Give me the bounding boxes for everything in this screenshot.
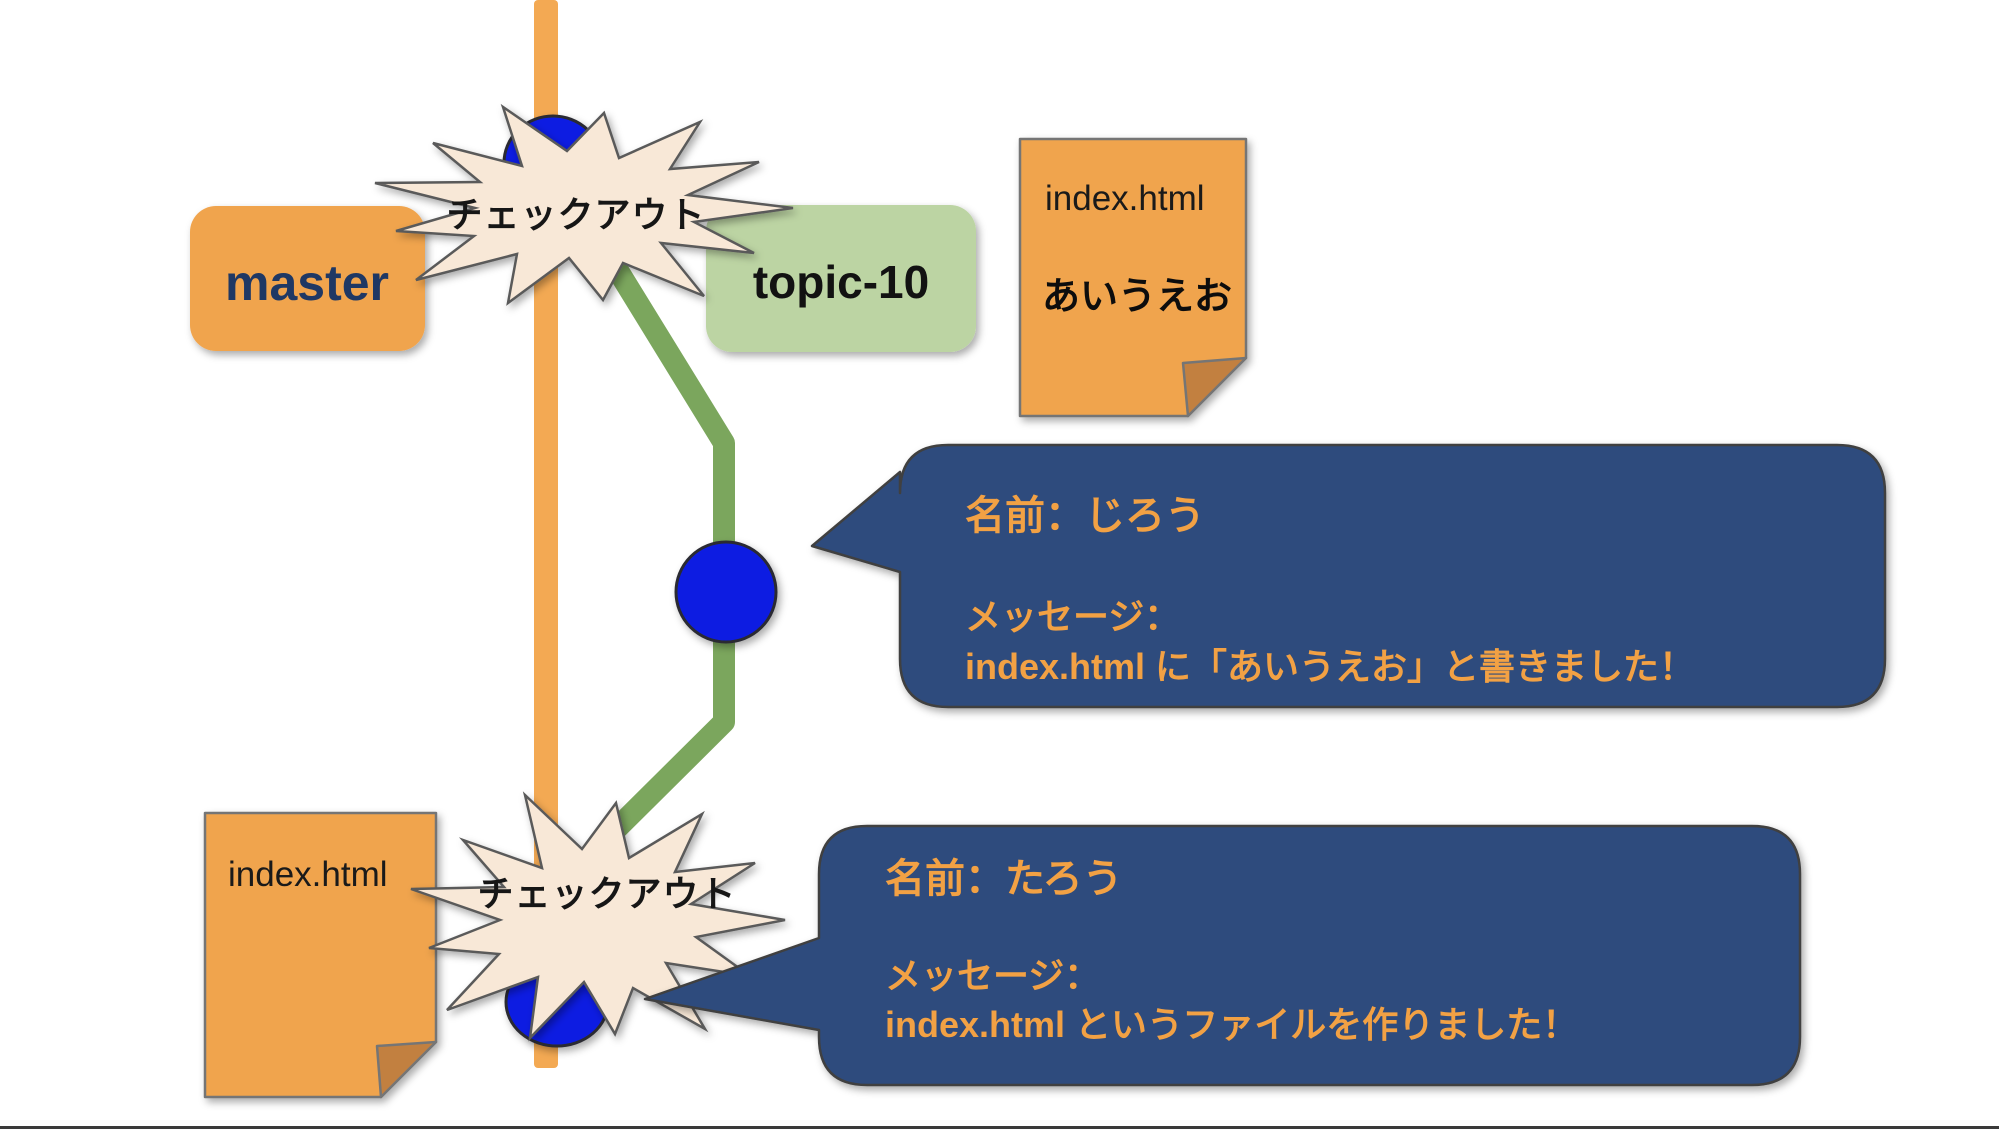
checkout-burst-top-label: チェックアウト xyxy=(446,194,705,235)
checkout-burst-bottom-shape xyxy=(410,791,786,1042)
file-note-top-body: あいうえお xyxy=(1042,276,1232,318)
bottom-border-rule xyxy=(0,1126,1999,1129)
commit-bubble-jirou-message: index.html に「あいうえお」と書きました！ xyxy=(965,646,1695,687)
master-branch-box xyxy=(190,206,425,351)
master-branch-label: master xyxy=(225,255,389,311)
commit-bubble-jirou-shape xyxy=(810,443,1887,709)
commit-node-middle xyxy=(674,540,778,644)
file-note-bottom: index.html xyxy=(203,811,438,1099)
file-note-bottom-filename: index.html xyxy=(228,855,388,894)
topic-branch-badge: topic-10 xyxy=(706,205,976,352)
commit-bubble-tarou-name: 名前：たろう xyxy=(885,857,1123,901)
file-note-top-filename: index.html xyxy=(1045,179,1205,218)
commit-bubble-jirou-name: 名前：じろう xyxy=(965,494,1205,538)
checkout-burst-bottom: チェックアウト xyxy=(410,791,786,1042)
commit-bubble-tarou-message: index.html というファイルを作りました！ xyxy=(885,1004,1578,1045)
commit-bubble-tarou: 名前：たろう メッセージ： index.html というファイルを作りました！ xyxy=(643,824,1802,1087)
checkout-burst-bottom-label: チェックアウト xyxy=(477,873,736,914)
checkout-burst-top: チェックアウト xyxy=(374,103,794,306)
topic-branch-label: topic-10 xyxy=(753,256,929,308)
commit-bubble-tarou-message-label: メッセージ： xyxy=(885,955,1100,996)
file-note-bottom-folded-corner xyxy=(375,1040,438,1099)
file-note-top-folded-corner xyxy=(1181,356,1248,418)
checkout-burst-top-shape xyxy=(374,103,794,306)
commit-bubble-jirou-message-label: メッセージ： xyxy=(965,596,1180,637)
file-note-top: index.html あいうえお xyxy=(1018,137,1248,418)
topic-branch-box xyxy=(706,205,976,352)
master-branch-badge: master xyxy=(190,206,425,351)
commit-bubble-tarou-shape xyxy=(643,824,1802,1087)
commit-bubble-jirou: 名前：じろう メッセージ： index.html に「あいうえお」と書きました！ xyxy=(810,443,1887,709)
